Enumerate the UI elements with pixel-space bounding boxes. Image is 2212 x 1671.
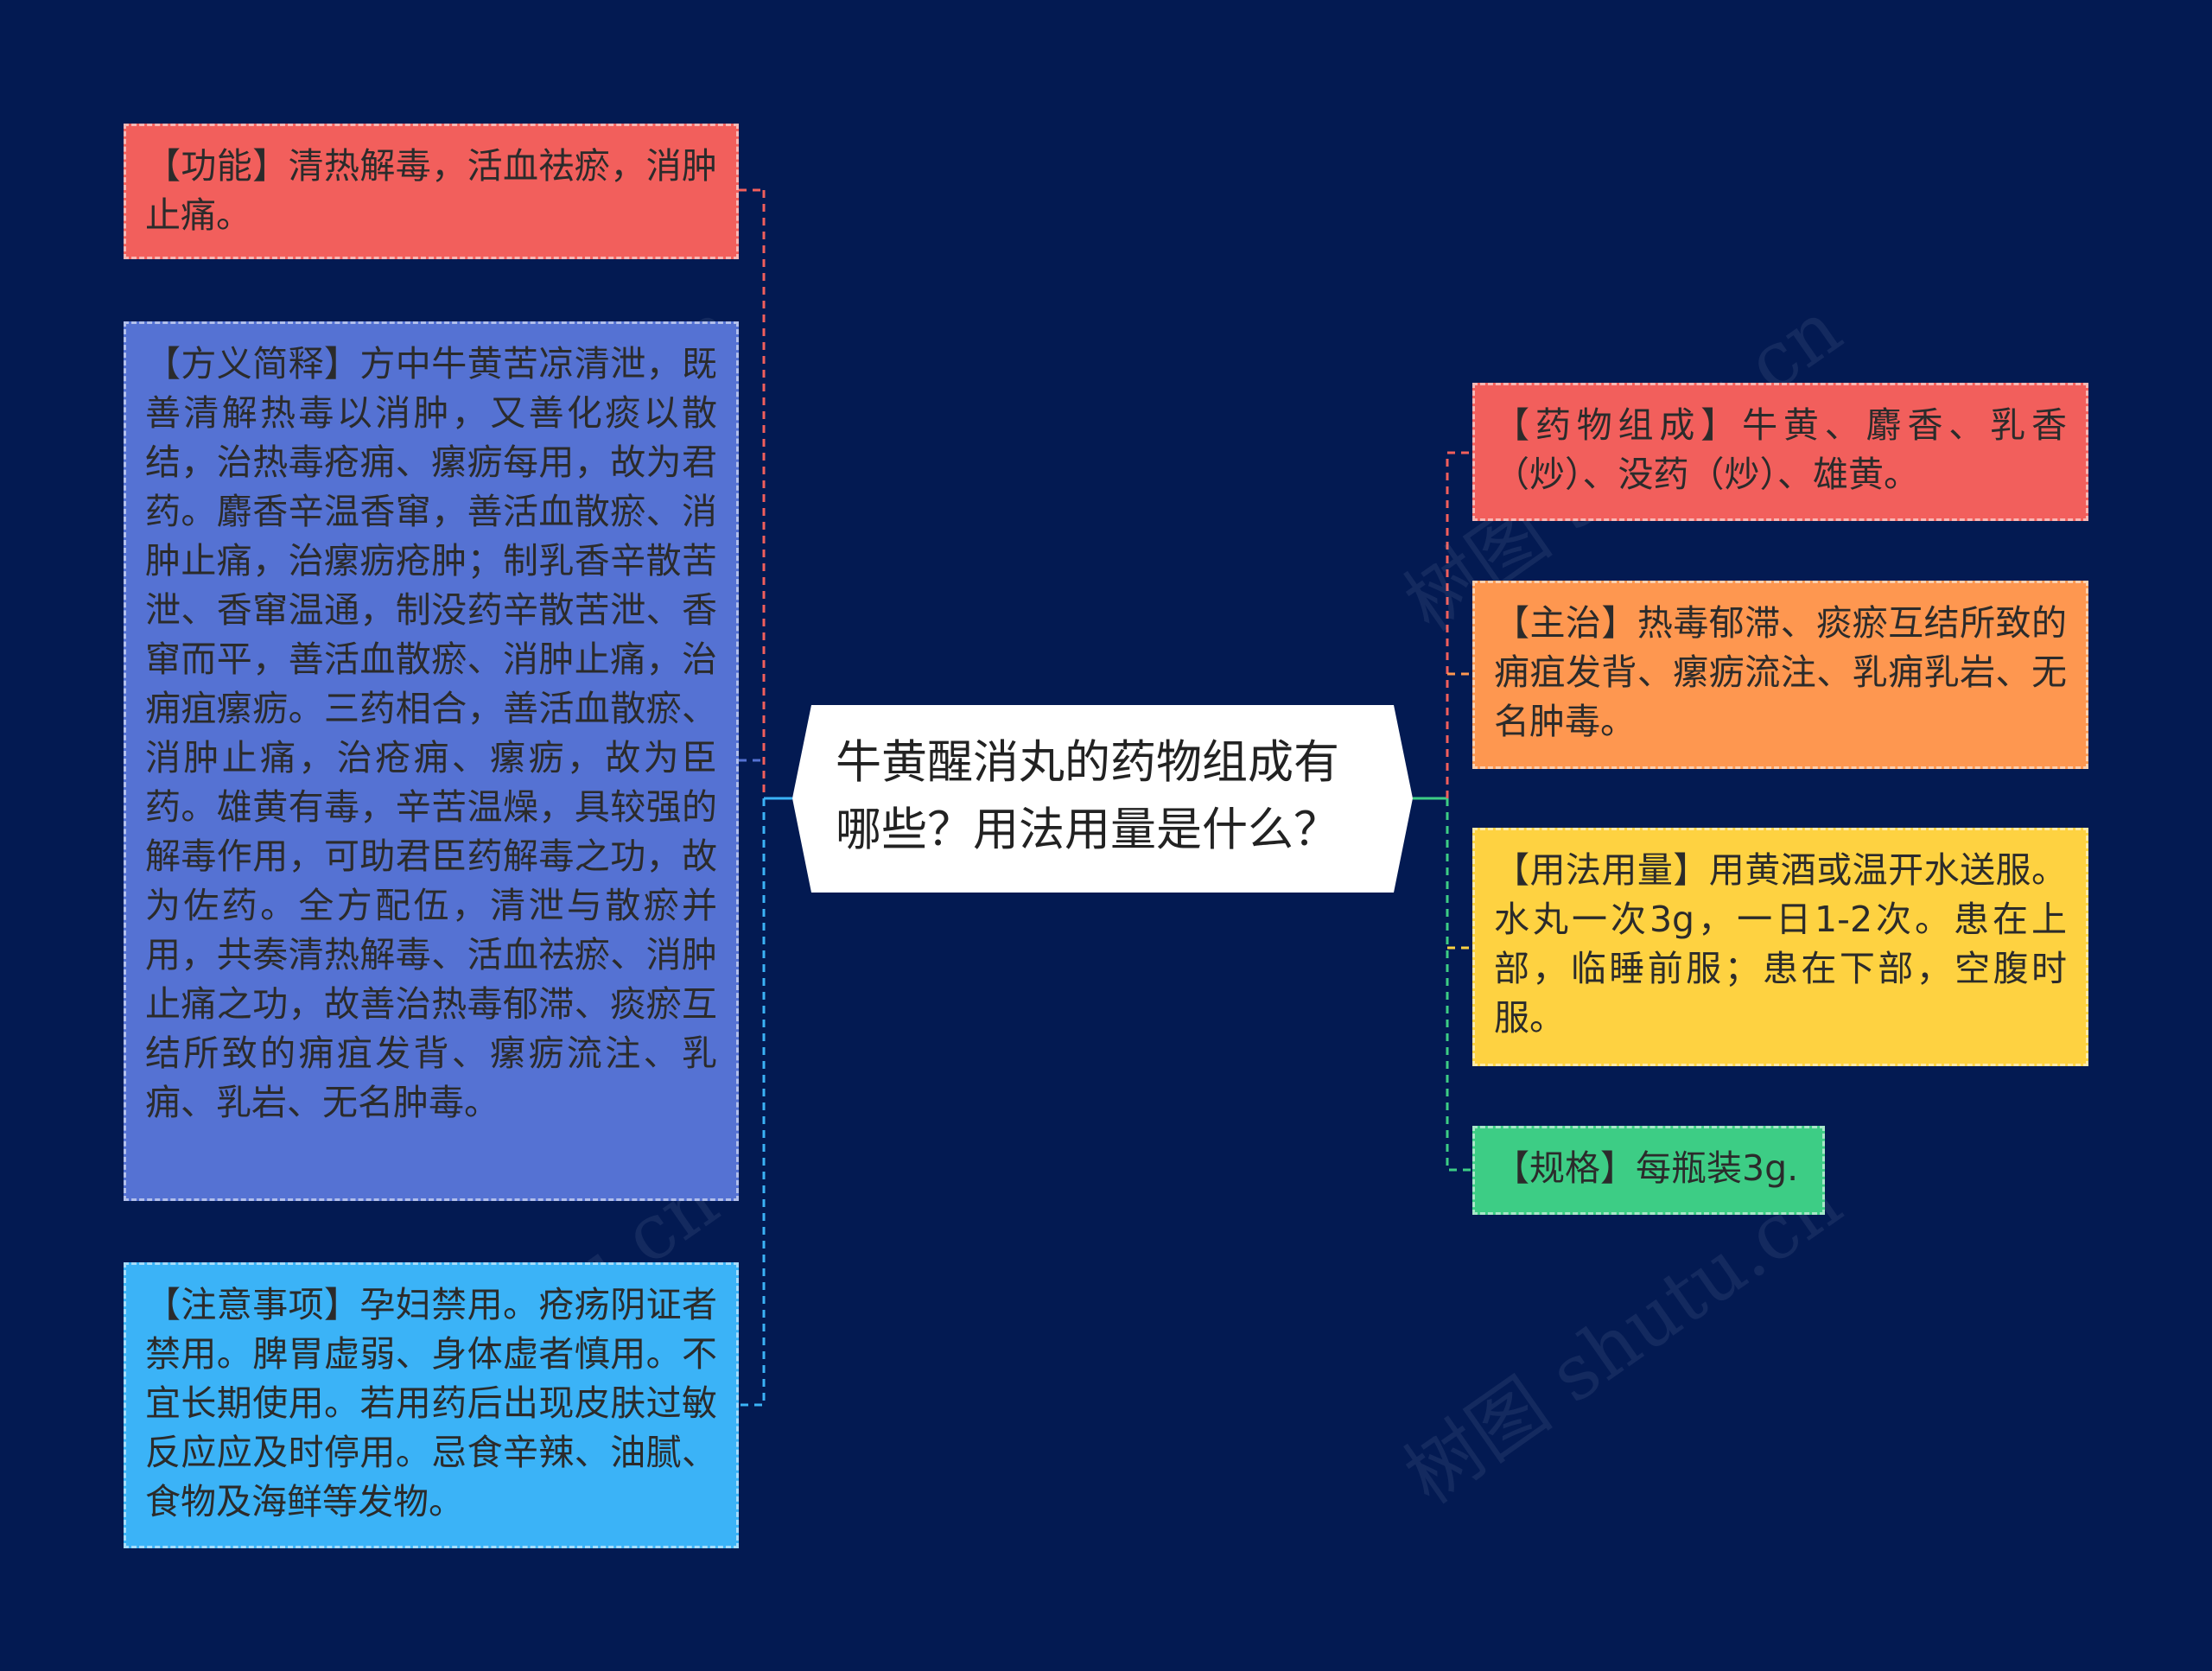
node-function[interactable]: 【功能】清热解毒，活血祛瘀，消肿止痛。 — [124, 124, 739, 259]
node-composition[interactable]: 【药物组成】牛黄、麝香、乳香（炒）、没药（炒）、雄黄。 — [1472, 383, 2088, 521]
root-title: 牛黄醒消丸的药物组成有哪些？用法用量是什么？ — [836, 736, 1339, 856]
node-usage-dosage[interactable]: 【用法用量】用黄酒或温开水送服。水丸一次3g，一日1-2次。患在上部，临睡前服；… — [1472, 828, 2088, 1066]
connector-composition — [1446, 451, 1472, 798]
node-formula-explanation[interactable]: 【方义简释】方中牛黄苦凉清泄，既善清解热毒以消肿，又善化痰以散结，治热毒疮痈、瘰… — [124, 321, 739, 1201]
connector-specification — [1446, 798, 1472, 1172]
node-indications[interactable]: 【主治】热毒郁滞、痰瘀互结所致的痈疽发背、瘰疬流注、乳痈乳岩、无名肿毒。 — [1472, 581, 2088, 769]
root-node-shape — [792, 705, 1413, 893]
node-precautions[interactable]: 【注意事项】孕妇禁用。疮疡阴证者禁用。脾胃虚弱、身体虚者慎用。不宜长期使用。若用… — [124, 1262, 739, 1548]
connector-precautions — [739, 798, 766, 1407]
node-specification[interactable]: 【规格】每瓶装3g. — [1472, 1126, 1825, 1215]
root-node[interactable]: 牛黄醒消丸的药物组成有哪些？用法用量是什么？ — [792, 705, 1413, 893]
